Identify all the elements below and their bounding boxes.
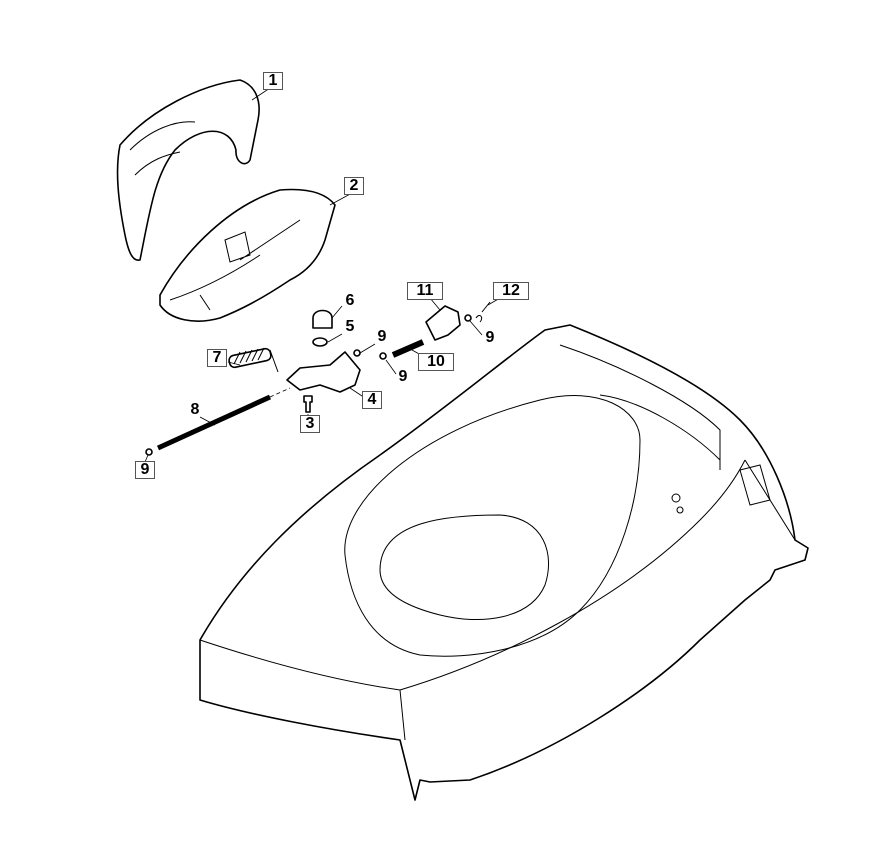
callout-9[interactable]: 9 [398, 368, 408, 385]
callout-10[interactable]: 10 [418, 353, 454, 371]
part-mower-deck [199, 324, 809, 801]
part-cap [312, 309, 333, 329]
part-washer [464, 314, 472, 322]
part-nut [312, 337, 328, 347]
part-rear-cover [116, 79, 260, 261]
callout-7[interactable]: 7 [207, 349, 227, 367]
callout-9[interactable]: 9 [377, 328, 387, 345]
callout-12[interactable]: 12 [493, 282, 529, 300]
callout-2[interactable]: 2 [344, 177, 364, 195]
part-screw [303, 395, 313, 413]
callout-6[interactable]: 6 [345, 292, 355, 309]
callout-8[interactable]: 8 [190, 401, 200, 418]
part-rod [156, 394, 272, 451]
part-washer [145, 448, 153, 456]
callout-9[interactable]: 9 [135, 461, 155, 479]
part-washer [353, 349, 361, 357]
part-console-cover [159, 188, 336, 322]
part-spring [228, 347, 279, 373]
part-washer [379, 352, 387, 360]
callout-5[interactable]: 5 [345, 318, 355, 335]
callout-9[interactable]: 9 [485, 329, 495, 346]
callout-3[interactable]: 3 [300, 415, 320, 433]
part-bracket [286, 351, 361, 393]
part-pin [391, 339, 425, 358]
callout-1[interactable]: 1 [263, 72, 283, 90]
callout-11[interactable]: 11 [407, 282, 443, 300]
part-small-spring [475, 301, 491, 323]
callout-4[interactable]: 4 [362, 391, 382, 409]
part-lever [425, 305, 461, 341]
